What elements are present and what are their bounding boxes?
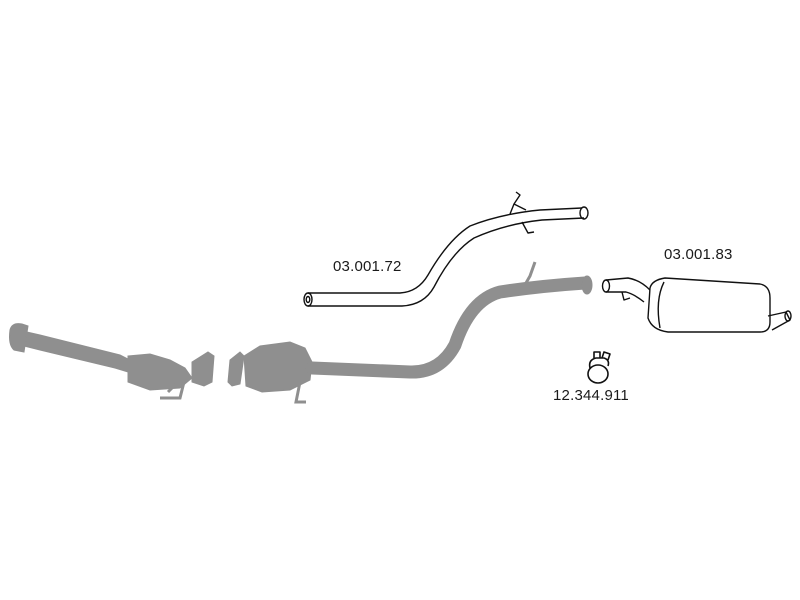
main-cat-shadow — [243, 341, 313, 393]
clamp-ear-right — [601, 351, 611, 361]
connector-shadow — [191, 351, 215, 387]
clamp-drawing — [587, 351, 611, 384]
middle-pipe-outline-top — [308, 207, 583, 294]
silencer-inlet-pipe — [605, 277, 651, 303]
silencer-body-seam — [657, 281, 665, 329]
rear-silencer-part-number: 03.001.83 — [664, 246, 733, 263]
pipe-end-shadow — [581, 275, 593, 295]
silencer-outlet — [767, 311, 791, 331]
silencer-body — [647, 277, 771, 333]
clamp-part-number: 12.344.911 — [553, 387, 629, 404]
connector-bracket-shadow — [166, 382, 178, 394]
middle-pipe-front-end — [303, 292, 313, 307]
rear-silencer-drawing — [601, 277, 792, 333]
front-pipe-shadow — [17, 329, 131, 373]
clamp-ring — [587, 364, 609, 384]
clamp-ear-left — [593, 351, 601, 358]
front-bracket-shadow — [160, 377, 187, 400]
silencer-outlet-end — [784, 310, 792, 322]
hanger-shadow — [520, 261, 537, 291]
grey-exhaust-silhouette — [9, 261, 593, 404]
middle-pipe-front-hole — [305, 295, 311, 304]
long-pipe-shadow — [305, 276, 592, 379]
front-flange-shadow — [9, 323, 29, 353]
middle-pipe-outline-bottom — [308, 217, 585, 307]
middle-pipe-drawing — [303, 191, 589, 307]
main-flange-shadow — [227, 351, 245, 387]
middle-pipe-rear-end — [579, 206, 589, 220]
pipe-bracket-shadow — [294, 381, 306, 404]
middle-pipe-part-number: 03.001.72 — [333, 258, 402, 275]
middle-pipe-hanger — [509, 191, 527, 215]
silencer-inlet-bracket — [621, 291, 631, 301]
middle-pipe-hanger-lower — [521, 221, 535, 234]
silencer-inlet-end — [601, 279, 611, 293]
